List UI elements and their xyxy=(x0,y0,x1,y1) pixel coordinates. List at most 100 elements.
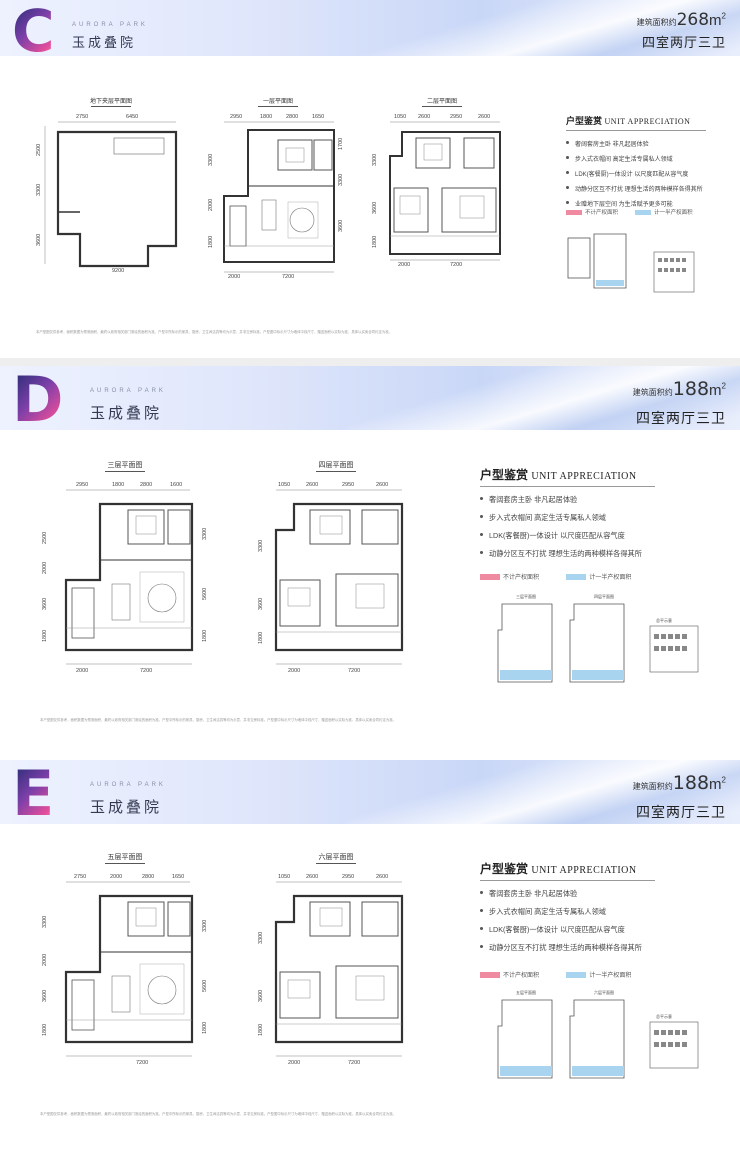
dim-label: 1800 xyxy=(202,1022,208,1034)
legend-swatch-blue xyxy=(566,972,587,979)
brand-en: AURORA PARK xyxy=(90,782,166,788)
area-value: 268 xyxy=(676,10,710,30)
feature-list: 奢阔套房主卧 非凡起居体验 步入式衣帽间 高定生活专属私人领域 LDK(客餐厨)… xyxy=(480,889,655,953)
dim-label: 1800 xyxy=(372,236,378,248)
dim-label: 2600 xyxy=(306,874,318,880)
unit-letter: C xyxy=(12,2,55,56)
dim-label: 2000 xyxy=(288,668,300,674)
layout-text: 四室两厅三卫 xyxy=(636,410,726,426)
dim-label: 2600 xyxy=(306,482,318,488)
dim-label: 1800 xyxy=(260,114,272,120)
dim-label: 3300 xyxy=(258,540,264,552)
dim-label: 2950 xyxy=(76,482,88,488)
dim-label: 3600 xyxy=(338,220,344,232)
floor-plan-sixth: 六层平面图 1050 2600 2950 2600 3300 3600 1800… xyxy=(256,852,416,1082)
dim-label: 2950 xyxy=(450,114,462,120)
legend-swatch-blue xyxy=(635,210,652,216)
footnote: 本户型图仅供参考，面积数据为预测面积，最终以政府相关部门测绘的面积为准。户型中所… xyxy=(36,330,393,334)
dim-label: 2800 xyxy=(286,114,298,120)
list-item: 步入式衣帽间 高定生活专属私人领域 xyxy=(566,154,706,163)
plan-title: 一层平面图 xyxy=(262,99,293,105)
legend: 不计产权面积 计一半产权面积 xyxy=(480,572,631,581)
floor-plan-drawing: 2950 1800 2800 1650 3300 2000 1800 1700 … xyxy=(208,114,344,280)
mini-plan-diagram: 五层平面图 六层平面图 总平示意 xyxy=(497,989,699,1079)
dim-label: 1800 xyxy=(258,632,264,644)
floor-plan-third: 三层平面图 2950 1800 2800 1600 2500 2000 3600… xyxy=(40,460,210,690)
dim-label: 2600 xyxy=(478,114,490,120)
dim-label: 7200 xyxy=(450,262,462,268)
dim-label: 7200 xyxy=(348,668,360,674)
plan-title: 四层平面图 xyxy=(318,462,354,469)
floor-plan-drawing: 2750 2000 2800 1650 3300 2000 3600 1800 … xyxy=(42,874,208,1066)
dim-label: 1800 xyxy=(42,1024,48,1036)
brand-cn: 玉成叠院 xyxy=(72,35,137,50)
legend-swatch-pink xyxy=(566,210,582,216)
floor-plan-fifth: 五层平面图 2750 2000 2800 1650 3300 2000 3600… xyxy=(40,852,210,1082)
dim-label: 7200 xyxy=(136,1060,148,1066)
panel-separator xyxy=(0,358,740,366)
dim-label: 3600 xyxy=(372,202,378,214)
dim-label: 1800 xyxy=(258,1024,264,1036)
dim-label: 2000 xyxy=(110,874,122,880)
dim-label: 3300 xyxy=(338,174,344,186)
unit-letter: D xyxy=(12,366,64,431)
dim-label: 1800 xyxy=(208,236,214,248)
dim-label: 2000 xyxy=(42,562,48,574)
dim-label: 2750 xyxy=(76,114,88,120)
dim-label: 7200 xyxy=(348,1060,360,1066)
unit-d-panel: D AURORA PARK 玉成叠院 建筑面积约188m2 四室两厅三卫 三层平… xyxy=(0,366,740,758)
dim-label: 2800 xyxy=(140,482,152,488)
dim-label: 1800 xyxy=(42,630,48,642)
legend: 不计产权面积 计一半产权面积 xyxy=(480,970,631,979)
floor-plan-drawing: 1050 2600 2950 2600 3300 3600 1800 2000 … xyxy=(258,482,404,674)
dim-label: 2950 xyxy=(342,874,354,880)
dim-label: 1650 xyxy=(172,874,184,880)
feature-list: 奢阔套房主卧 非凡起居体验 步入式衣帽间 高定生活专属私人领域 LDK(客餐厨)… xyxy=(566,139,706,208)
brand-en: AURORA PARK xyxy=(72,22,148,28)
floor-plan-basement: 地下夹层平面图 2750 6450 2500 3300 3600 9200 xyxy=(36,96,186,276)
legend: 不计产权面积 计一半产权面积 xyxy=(566,208,693,216)
dim-label: 2000 xyxy=(42,954,48,966)
dim-label: 2600 xyxy=(376,482,388,488)
plan-title: 地下夹层平面图 xyxy=(89,99,132,105)
floor-plan-drawing: 2950 1800 2800 1600 2500 2000 3600 1800 … xyxy=(42,482,208,674)
dim-label: 1050 xyxy=(394,114,406,120)
unit-appreciation: 户型鉴赏 UNIT APPRECIATION 奢阔套房主卧 非凡起居体验 步入式… xyxy=(480,860,655,961)
area-readout: 建筑面积约188m2 xyxy=(632,378,726,400)
footnote: 本户型图仅供参考，面积数据为预测面积，最终以政府相关部门测绘的面积为准。户型中所… xyxy=(40,1112,397,1116)
dim-label: 3600 xyxy=(42,598,48,610)
floor-plan-drawing: 2750 6450 2500 3300 3600 9200 xyxy=(36,114,178,274)
unit-e-banner: E AURORA PARK 玉成叠院 建筑面积约188m2 四室两厅三卫 xyxy=(0,760,740,824)
plan-title: 二层平面图 xyxy=(426,99,457,105)
mini-plan-diagram: 三层平面图 四层平面图 总平示意 xyxy=(497,593,699,683)
list-item: LDK(客餐厨)一体设计 以尺度匹配从容气度 xyxy=(480,531,655,541)
legend-swatch-pink xyxy=(480,574,500,581)
dim-label: 2950 xyxy=(342,482,354,488)
mini-plan-title: 总平示意 xyxy=(656,617,672,623)
list-item: 奢阔套房主卧 非凡起居体验 xyxy=(480,889,655,899)
dim-label: 1800 xyxy=(202,630,208,642)
dim-label: 1050 xyxy=(278,482,290,488)
list-item: LDK(客餐厨)一体设计 以尺度匹配从容气度 xyxy=(566,169,706,178)
dim-label: 7200 xyxy=(282,274,294,280)
dim-label: 2000 xyxy=(288,1060,300,1066)
floor-plan-drawing: 1050 2600 2950 2600 3300 3600 1800 2000 … xyxy=(372,114,501,268)
unit-appreciation: 户型鉴赏 UNIT APPRECIATION 奢阔套房主卧 非凡起居体验 步入式… xyxy=(566,114,706,214)
dim-label: 9200 xyxy=(112,268,124,274)
layout-text: 四室两厅三卫 xyxy=(636,804,726,820)
plan-title: 五层平面图 xyxy=(107,854,143,861)
dim-label: 2000 xyxy=(228,274,240,280)
unit-letter: E xyxy=(12,760,55,825)
dim-label: 1050 xyxy=(278,874,290,880)
dim-label: 1600 xyxy=(170,482,182,488)
unit-appreciation: 户型鉴赏 UNIT APPRECIATION 奢阔套房主卧 非凡起居体验 步入式… xyxy=(480,466,655,567)
area-readout: 建筑面积约268m2 xyxy=(636,10,726,30)
feature-list: 奢阔套房主卧 非凡起居体验 步入式衣帽间 高定生活专属私人领域 LDK(客餐厨)… xyxy=(480,495,655,559)
mini-plan-diagram xyxy=(567,233,695,293)
dim-label: 5600 xyxy=(202,588,208,600)
dim-label: 3300 xyxy=(202,528,208,540)
floor-plan-fourth: 四层平面图 1050 2600 2950 2600 3300 3600 1800… xyxy=(256,460,416,690)
dim-label: 3300 xyxy=(202,920,208,932)
brand-cn: 玉成叠院 xyxy=(90,799,163,816)
list-item: 奢阔套房主卧 非凡起居体验 xyxy=(566,139,706,148)
